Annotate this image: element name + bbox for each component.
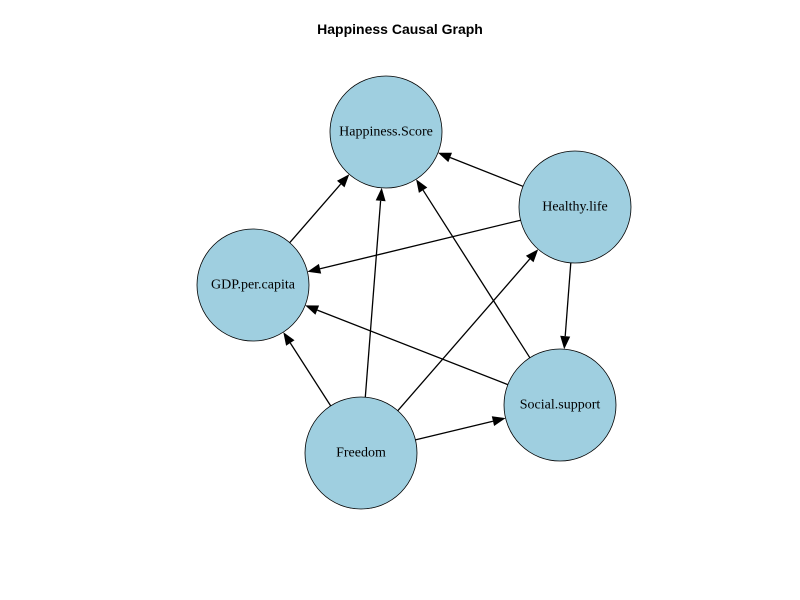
- node-social: Social.support: [503, 348, 617, 462]
- edge-line: [317, 309, 509, 386]
- node-label: Social.support: [520, 398, 601, 413]
- edge-healthy-to-social: [560, 262, 572, 350]
- arrowhead-icon: [438, 152, 452, 163]
- arrowhead-icon: [375, 187, 386, 202]
- arrowhead-icon: [491, 416, 506, 426]
- edges-layer: [283, 152, 572, 441]
- edge-line: [289, 342, 332, 407]
- node-freedom: Freedom: [304, 396, 418, 510]
- node-gdp: GDP.per.capita: [196, 228, 310, 342]
- edge-freedom-to-gdp: [283, 332, 332, 407]
- node-label: GDP.per.capita: [211, 278, 296, 293]
- arrowhead-icon: [307, 263, 322, 274]
- edge-social-to-happiness: [416, 179, 531, 359]
- node-label: Happiness.Score: [339, 125, 433, 140]
- edge-social-to-gdp: [305, 305, 509, 386]
- diagram-title: Happiness Causal Graph: [317, 21, 483, 37]
- node-happiness: Happiness.Score: [329, 75, 443, 189]
- node-circle: [304, 396, 418, 510]
- edge-freedom-to-happiness: [364, 187, 386, 398]
- node-circle: [196, 228, 310, 342]
- edge-gdp-to-happiness: [289, 174, 350, 244]
- edge-line: [397, 258, 531, 412]
- edge-line: [289, 183, 342, 244]
- node-circle: [518, 150, 632, 264]
- node-label: Freedom: [336, 446, 386, 461]
- arrowhead-icon: [283, 332, 295, 346]
- arrowhead-icon: [305, 305, 320, 315]
- arrowhead-icon: [560, 335, 571, 350]
- nodes-layer: Happiness.ScoreHealthy.lifeGDP.per.capit…: [196, 75, 632, 510]
- node-healthy: Healthy.life: [518, 150, 632, 264]
- edge-healthy-to-happiness: [438, 152, 524, 187]
- edge-line: [564, 262, 572, 337]
- edge-line: [422, 189, 531, 359]
- arrowhead-icon: [525, 249, 539, 263]
- node-label: Healthy.life: [542, 200, 608, 215]
- edge-line: [449, 156, 524, 187]
- edge-freedom-to-social: [415, 416, 506, 441]
- edge-line: [415, 420, 494, 441]
- edge-line: [364, 200, 382, 398]
- node-circle: [329, 75, 443, 189]
- node-circle: [503, 348, 617, 462]
- arrowhead-icon: [337, 174, 350, 188]
- edge-freedom-to-healthy: [397, 249, 539, 412]
- arrowhead-icon: [416, 179, 428, 193]
- edge-healthy-to-gdp: [307, 219, 521, 274]
- edge-line: [319, 219, 521, 270]
